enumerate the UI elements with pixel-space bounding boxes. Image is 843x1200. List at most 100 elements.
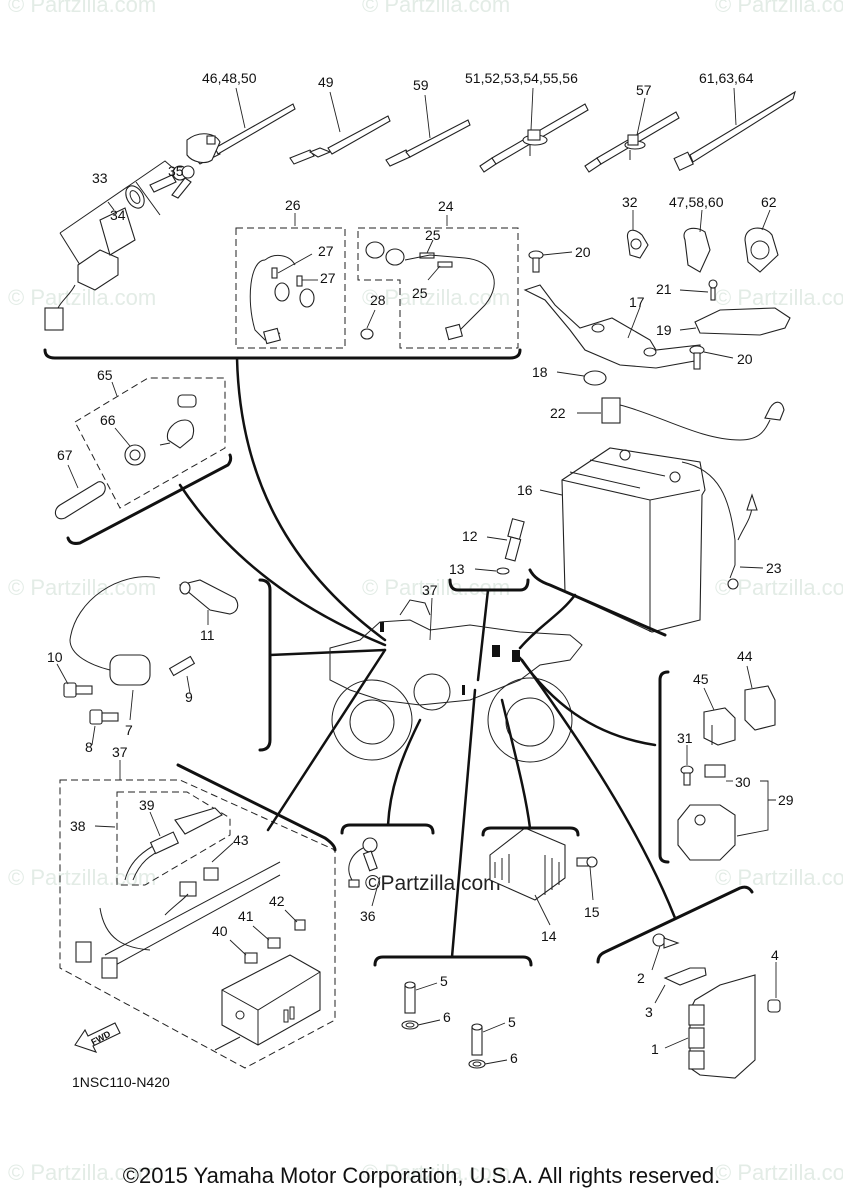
callout-12: 12 (462, 528, 478, 544)
part-cable-tie-51-56[interactable]: 51,52,53,54,55,56 (465, 70, 589, 173)
part-relay-43[interactable]: 43 (203, 832, 249, 881)
part-plug-cap-11[interactable]: 11 (178, 579, 239, 643)
part-washer-6b[interactable]: 6 (468, 1050, 518, 1069)
part-pin-9[interactable]: 9 (168, 655, 196, 705)
group-bracket-coil (258, 578, 272, 752)
part-washer-13[interactable]: 13 (449, 561, 510, 577)
callout-45: 45 (693, 671, 709, 687)
part-coil-7[interactable]: 7 (69, 576, 161, 738)
part-relay-44[interactable]: 44 (737, 648, 776, 731)
part-battery-cable-23[interactable]: 23 (681, 461, 782, 590)
part-fuse-40[interactable]: 40 (212, 923, 258, 964)
part-clamp-47-58-60[interactable]: 47,58,60 (669, 194, 724, 273)
part-fuse-41[interactable]: 41 (238, 908, 281, 949)
part-nut-34[interactable]: 34 (110, 183, 148, 223)
part-keys[interactable] (149, 165, 195, 199)
part-nut-4[interactable]: 4 (767, 947, 781, 1013)
part-connector-39[interactable]: 39 (139, 797, 223, 855)
part-fuse-42[interactable]: 42 (269, 893, 306, 931)
watermark: © Partzilla.com (8, 0, 156, 17)
callout-27a: 27 (318, 243, 334, 259)
callout-20b: 20 (737, 351, 753, 367)
group-bracket-65 (66, 453, 233, 545)
callout-33: 33 (92, 170, 108, 186)
leader-battery (518, 593, 577, 650)
part-grommet-28[interactable]: 28 (360, 292, 386, 340)
watermark: © Partzilla.com (362, 575, 510, 600)
part-cap-67[interactable]: 67 (54, 447, 106, 520)
leader-relays (518, 656, 657, 747)
group-bracket-relays (658, 670, 670, 864)
part-fuse-box (214, 954, 321, 1051)
part-switch-5a[interactable]: 5 (404, 973, 448, 1014)
part-key-cap-35[interactable]: 35 (168, 133, 221, 179)
part-clamp-32[interactable]: 32 (622, 194, 649, 259)
callout-65: 65 (97, 367, 113, 383)
callout-30: 30 (735, 774, 751, 790)
watermark: © Partzilla.com (715, 865, 843, 890)
part-bolt-15[interactable]: 15 (576, 856, 600, 920)
part-rectifier-14[interactable]: 14 (489, 827, 566, 944)
callout-43: 43 (233, 832, 249, 848)
leader-36 (386, 718, 422, 827)
watermark: © Partzilla.com (8, 865, 156, 890)
part-switch-5b[interactable]: 5 (471, 1014, 516, 1056)
part-bolt-31[interactable]: 31 (677, 730, 694, 786)
callout-61-63-64: 61,63,64 (699, 70, 754, 86)
part-grommet-18[interactable]: 18 (532, 364, 607, 386)
part-switch-36[interactable]: 36 (348, 837, 381, 924)
part-bolt-10[interactable]: 10 (47, 649, 93, 698)
callout-31: 31 (677, 730, 693, 746)
part-washer-6a[interactable]: 6 (401, 1009, 451, 1030)
part-battery-cover-22[interactable]: 22 (550, 397, 785, 441)
group-bracket-top (43, 348, 522, 360)
callout-36: 36 (360, 908, 376, 924)
callout-3: 3 (645, 1004, 653, 1020)
group-bracket-5-6 (373, 955, 533, 967)
callout-1: 1 (651, 1041, 659, 1057)
part-starter-relay-29[interactable]: 29 (677, 780, 794, 861)
callout-5b: 5 (508, 1014, 516, 1030)
part-cdi-unit-1[interactable]: 1 (651, 974, 756, 1079)
part-nut-66[interactable]: 66 (100, 412, 146, 466)
part-bracket-3[interactable]: 3 (645, 967, 707, 1020)
part-wire-harness-37[interactable]: 37 (59, 744, 336, 1069)
callout-51-56: 51,52,53,54,55,56 (465, 70, 578, 86)
callout-4: 4 (771, 947, 779, 963)
part-sensor-12[interactable]: 12 (462, 518, 525, 562)
part-clamp-62[interactable]: 62 (744, 194, 779, 273)
part-group-24[interactable]: 24 25 25 (357, 198, 519, 349)
part-screw-21[interactable]: 21 (656, 279, 718, 301)
part-main-switch-33[interactable]: 33 (44, 160, 174, 331)
callout-15: 15 (584, 904, 600, 920)
leader-5-6 (450, 688, 477, 959)
group-bracket-harness (176, 763, 337, 852)
part-fuse-30[interactable]: 30 (704, 764, 751, 790)
part-group-26[interactable]: 26 27 27 (235, 197, 346, 349)
part-cable-tie-49[interactable]: 49 (289, 74, 391, 165)
leader-cdi (520, 658, 677, 920)
watermarks: © Partzilla.com © Partzilla.com © Partzi… (8, 0, 843, 1185)
part-bolt-20a[interactable]: 20 (528, 244, 591, 273)
part-relay-45[interactable]: 45 (693, 671, 736, 746)
callout-37b[interactable]: 37 (112, 744, 128, 760)
part-group-65[interactable]: 65 (74, 367, 226, 509)
part-cable-tie-59[interactable]: 59 (385, 77, 471, 167)
callout-37a[interactable]: 37 (422, 582, 438, 598)
part-harness-body (75, 861, 281, 979)
part-cable-tie-57[interactable]: 57 (584, 82, 680, 173)
callout-26: 26 (285, 197, 301, 213)
part-bracket-19[interactable]: 19 (656, 307, 791, 338)
part-bolt-20b[interactable]: 20 (689, 345, 753, 370)
leader-top-switch (235, 356, 387, 642)
watermark: © Partzilla.com (715, 0, 843, 17)
watermark: © Partzilla.com (8, 285, 156, 310)
part-bolt-8[interactable]: 8 (85, 709, 119, 755)
part-screw-2[interactable]: 2 (637, 933, 680, 986)
part-cable-tie-61-63-64[interactable]: 61,63,64 (673, 70, 796, 172)
callout-25b: 25 (412, 285, 428, 301)
part-bracket-17[interactable]: 17 (523, 284, 701, 369)
callout-32: 32 (622, 194, 638, 210)
part-battery-16[interactable]: 16 (517, 447, 706, 633)
